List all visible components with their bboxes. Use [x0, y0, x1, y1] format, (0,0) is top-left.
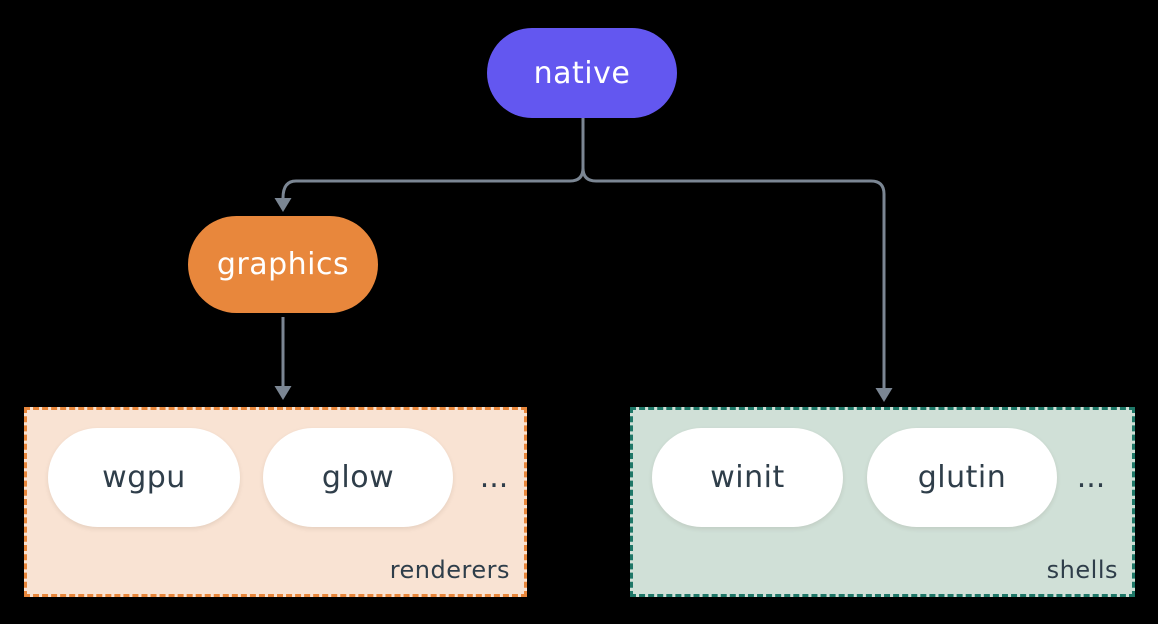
node-glutin-label: glutin	[917, 460, 1007, 495]
node-winit: winit	[652, 428, 843, 527]
node-winit-label: winit	[710, 460, 785, 495]
node-glow-label: glow	[321, 460, 395, 495]
edge-native-to-shells	[581, 167, 886, 388]
renderers-ellipsis: ...	[479, 460, 509, 495]
group-renderers: wgpu glow ... renderers	[24, 407, 527, 597]
group-shells: winit glutin ... shells	[630, 407, 1135, 597]
node-wgpu-label: wgpu	[102, 460, 186, 495]
node-glow: glow	[263, 428, 453, 527]
edge-native-to-graphics	[281, 118, 585, 199]
arrowhead-down-icon	[274, 198, 292, 212]
arrowhead-down-icon	[274, 386, 292, 400]
node-native-label: native	[533, 55, 631, 91]
node-glutin: glutin	[867, 428, 1057, 527]
node-wgpu: wgpu	[48, 428, 240, 527]
group-renderers-label: renderers	[389, 556, 510, 584]
arrowhead-down-icon	[875, 388, 893, 402]
node-native: native	[487, 28, 677, 118]
shells-ellipsis: ...	[1076, 460, 1106, 495]
node-graphics-label: graphics	[216, 247, 350, 282]
group-shells-label: shells	[1046, 556, 1118, 584]
node-graphics: graphics	[188, 216, 378, 313]
